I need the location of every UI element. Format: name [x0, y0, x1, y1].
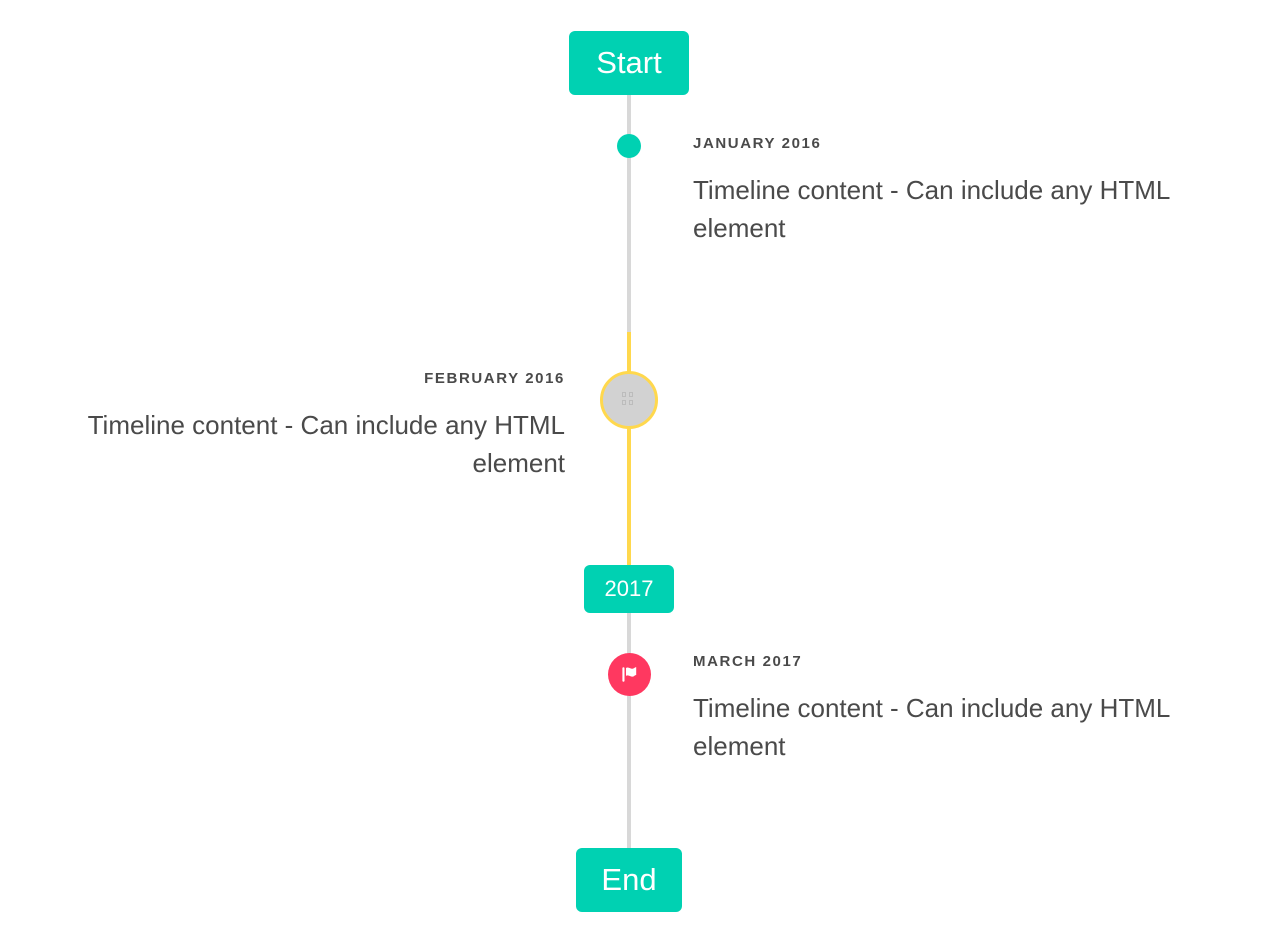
timeline-entry-january: JANUARY 2016 Timeline content - Can incl…: [693, 136, 1233, 248]
timeline-entry-february: FEBRUARY 2016 Timeline content - Can inc…: [35, 371, 565, 483]
year-badge[interactable]: 2017: [584, 565, 674, 613]
timeline-marker-march[interactable]: [608, 653, 651, 696]
timeline-entry-date: FEBRUARY 2016: [424, 370, 565, 387]
timeline-entry-body: Timeline content - Can include any HTML …: [693, 175, 1170, 244]
timeline-line-segment-highlight: [627, 332, 631, 565]
timeline-marker-february[interactable]: [600, 371, 658, 429]
timeline-entry-date: MARCH 2017: [693, 653, 803, 670]
timeline-entry-body: Timeline content - Can include any HTML …: [87, 410, 565, 479]
missing-glyph-icon: [622, 392, 636, 407]
timeline-entry-date: JANUARY 2016: [693, 135, 822, 152]
timeline-entry-body: Timeline content - Can include any HTML …: [693, 693, 1170, 762]
timeline-marker-january[interactable]: [617, 134, 641, 158]
timeline-entry-march: MARCH 2017 Timeline content - Can includ…: [693, 654, 1233, 766]
end-badge[interactable]: End: [576, 848, 682, 912]
timeline-line-segment-top: [627, 95, 631, 332]
flag-icon: [622, 667, 637, 682]
timeline-line-segment-bottom: [627, 613, 631, 848]
start-badge[interactable]: Start: [569, 31, 689, 95]
